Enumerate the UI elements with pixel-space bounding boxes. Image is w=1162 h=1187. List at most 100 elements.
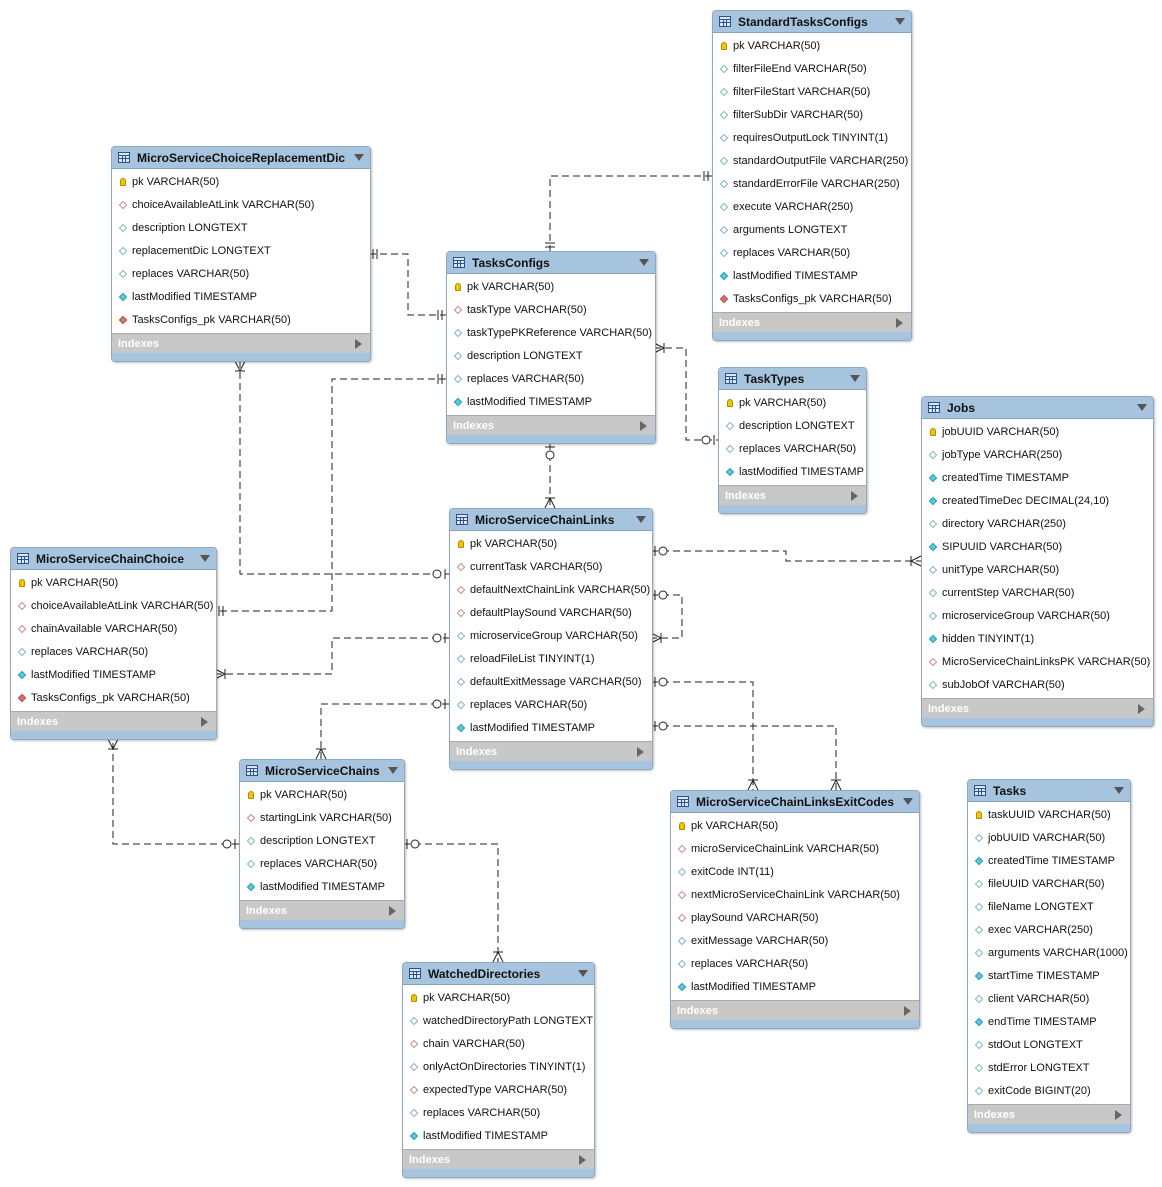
- expand-arrow-icon[interactable]: [640, 420, 647, 431]
- expand-arrow-icon[interactable]: [201, 716, 208, 727]
- column-row[interactable]: subJobOf VARCHAR(50): [922, 673, 1153, 696]
- table-header[interactable]: TasksConfigs: [447, 252, 655, 274]
- indexes-bar[interactable]: Indexes: [11, 711, 216, 731]
- table-header[interactable]: MicroServiceChoiceReplacementDic: [112, 147, 370, 169]
- column-row[interactable]: jobType VARCHAR(250): [922, 443, 1153, 466]
- column-row[interactable]: stdError LONGTEXT: [968, 1056, 1130, 1079]
- collapse-arrow-icon[interactable]: [850, 375, 860, 382]
- expand-arrow-icon[interactable]: [355, 338, 362, 349]
- column-row[interactable]: reloadFileList TINYINT(1): [450, 647, 652, 670]
- column-row[interactable]: pk VARCHAR(50): [11, 571, 216, 594]
- table-header[interactable]: TaskTypes: [719, 368, 866, 390]
- expand-arrow-icon[interactable]: [1138, 703, 1145, 714]
- column-row[interactable]: taskUUID VARCHAR(50): [968, 803, 1130, 826]
- column-row[interactable]: exitCode BIGINT(20): [968, 1079, 1130, 1102]
- column-row[interactable]: createdTimeDec DECIMAL(24,10): [922, 489, 1153, 512]
- indexes-bar[interactable]: Indexes: [671, 1000, 919, 1020]
- table-header[interactable]: WatchedDirectories: [403, 963, 594, 985]
- column-row[interactable]: startingLink VARCHAR(50): [240, 806, 404, 829]
- column-row[interactable]: exec VARCHAR(250): [968, 918, 1130, 941]
- column-row[interactable]: chain VARCHAR(50): [403, 1032, 594, 1055]
- column-row[interactable]: directory VARCHAR(250): [922, 512, 1153, 535]
- column-row[interactable]: pk VARCHAR(50): [719, 391, 866, 414]
- column-row[interactable]: lastModified TIMESTAMP: [671, 975, 919, 998]
- column-row[interactable]: filterFileStart VARCHAR(50): [713, 80, 911, 103]
- column-row[interactable]: filterFileEnd VARCHAR(50): [713, 57, 911, 80]
- column-row[interactable]: filterSubDir VARCHAR(50): [713, 103, 911, 126]
- column-row[interactable]: standardErrorFile VARCHAR(250): [713, 172, 911, 195]
- column-row[interactable]: description LONGTEXT: [447, 344, 655, 367]
- column-row[interactable]: TasksConfigs_pk VARCHAR(50): [112, 308, 370, 331]
- column-row[interactable]: lastModified TIMESTAMP: [713, 264, 911, 287]
- column-row[interactable]: createdTime TIMESTAMP: [968, 849, 1130, 872]
- expand-arrow-icon[interactable]: [389, 905, 396, 916]
- column-row[interactable]: watchedDirectoryPath LONGTEXT: [403, 1009, 594, 1032]
- column-row[interactable]: playSound VARCHAR(50): [671, 906, 919, 929]
- column-row[interactable]: TasksConfigs_pk VARCHAR(50): [11, 686, 216, 709]
- column-row[interactable]: MicroServiceChainLinksPK VARCHAR(50): [922, 650, 1153, 673]
- column-row[interactable]: replaces VARCHAR(50): [11, 640, 216, 663]
- expand-arrow-icon[interactable]: [904, 1005, 911, 1016]
- column-row[interactable]: arguments VARCHAR(1000): [968, 941, 1130, 964]
- column-row[interactable]: replaces VARCHAR(50): [450, 693, 652, 716]
- column-row[interactable]: jobUUID VARCHAR(50): [968, 826, 1130, 849]
- column-row[interactable]: jobUUID VARCHAR(50): [922, 420, 1153, 443]
- expand-arrow-icon[interactable]: [579, 1154, 586, 1165]
- expand-arrow-icon[interactable]: [896, 317, 903, 328]
- column-row[interactable]: arguments LONGTEXT: [713, 218, 911, 241]
- column-row[interactable]: pk VARCHAR(50): [671, 814, 919, 837]
- column-row[interactable]: pk VARCHAR(50): [112, 170, 370, 193]
- indexes-bar[interactable]: Indexes: [447, 415, 655, 435]
- table-header[interactable]: Tasks: [968, 780, 1130, 802]
- expand-arrow-icon[interactable]: [637, 746, 644, 757]
- column-row[interactable]: standardOutputFile VARCHAR(250): [713, 149, 911, 172]
- column-row[interactable]: replaces VARCHAR(50): [240, 852, 404, 875]
- column-row[interactable]: createdTime TIMESTAMP: [922, 466, 1153, 489]
- column-row[interactable]: chainAvailable VARCHAR(50): [11, 617, 216, 640]
- column-row[interactable]: lastModified TIMESTAMP: [112, 285, 370, 308]
- column-row[interactable]: stdOut LONGTEXT: [968, 1033, 1130, 1056]
- table-header[interactable]: Jobs: [922, 397, 1153, 419]
- column-row[interactable]: lastModified TIMESTAMP: [719, 460, 866, 483]
- table-header[interactable]: MicroServiceChains: [240, 760, 404, 782]
- column-row[interactable]: lastModified TIMESTAMP: [403, 1124, 594, 1147]
- column-row[interactable]: replaces VARCHAR(50): [447, 367, 655, 390]
- indexes-bar[interactable]: Indexes: [450, 741, 652, 761]
- indexes-bar[interactable]: Indexes: [403, 1149, 594, 1169]
- indexes-bar[interactable]: Indexes: [968, 1104, 1130, 1124]
- expand-arrow-icon[interactable]: [851, 490, 858, 501]
- table-header[interactable]: MicroServiceChainLinks: [450, 509, 652, 531]
- indexes-bar[interactable]: Indexes: [719, 485, 866, 505]
- table-header[interactable]: StandardTasksConfigs: [713, 11, 911, 33]
- column-row[interactable]: fileName LONGTEXT: [968, 895, 1130, 918]
- column-row[interactable]: onlyActOnDirectories TINYINT(1): [403, 1055, 594, 1078]
- table-header[interactable]: MicroServiceChainChoice: [11, 548, 216, 570]
- indexes-bar[interactable]: Indexes: [922, 698, 1153, 718]
- indexes-bar[interactable]: Indexes: [112, 333, 370, 353]
- collapse-arrow-icon[interactable]: [636, 516, 646, 523]
- collapse-arrow-icon[interactable]: [639, 259, 649, 266]
- column-row[interactable]: description LONGTEXT: [719, 414, 866, 437]
- column-row[interactable]: choiceAvailableAtLink VARCHAR(50): [11, 594, 216, 617]
- column-row[interactable]: startTime TIMESTAMP: [968, 964, 1130, 987]
- collapse-arrow-icon[interactable]: [1137, 404, 1147, 411]
- column-row[interactable]: TasksConfigs_pk VARCHAR(50): [713, 287, 911, 310]
- column-row[interactable]: replaces VARCHAR(50): [112, 262, 370, 285]
- column-row[interactable]: microserviceGroup VARCHAR(50): [922, 604, 1153, 627]
- column-row[interactable]: currentTask VARCHAR(50): [450, 555, 652, 578]
- collapse-arrow-icon[interactable]: [895, 18, 905, 25]
- column-row[interactable]: nextMicroServiceChainLink VARCHAR(50): [671, 883, 919, 906]
- column-row[interactable]: taskType VARCHAR(50): [447, 298, 655, 321]
- column-row[interactable]: taskTypePKReference VARCHAR(50): [447, 321, 655, 344]
- column-row[interactable]: pk VARCHAR(50): [450, 532, 652, 555]
- collapse-arrow-icon[interactable]: [388, 767, 398, 774]
- column-row[interactable]: lastModified TIMESTAMP: [447, 390, 655, 413]
